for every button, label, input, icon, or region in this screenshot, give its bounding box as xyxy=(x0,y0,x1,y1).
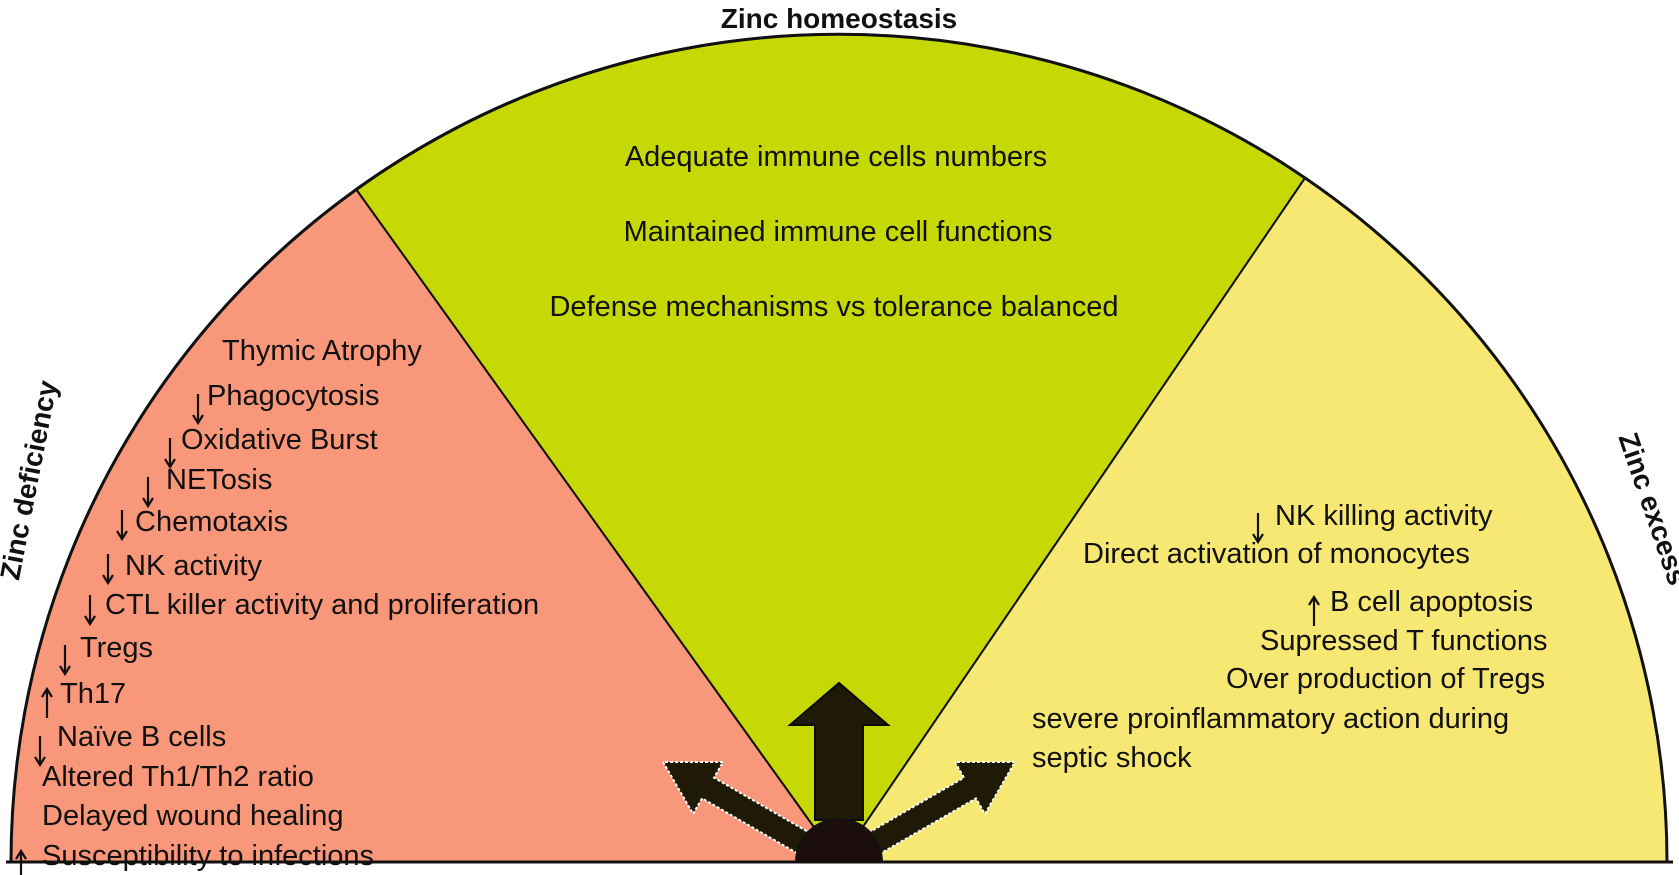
gauge-outline xyxy=(9,32,1669,863)
deficiency-item: Th17 xyxy=(60,678,126,710)
deficiency-trend-arrow xyxy=(142,477,154,509)
deficiency-trend-arrow xyxy=(41,686,53,718)
deficiency-item: Thymic Atrophy xyxy=(222,335,422,367)
zinc-excess-title: Zinc excess xyxy=(1612,429,1679,589)
zinc-deficiency-title: Zinc deficiency xyxy=(0,378,63,583)
excess-item: severe proinflammatory action during xyxy=(1032,703,1509,735)
deficiency-trend-arrow xyxy=(15,848,27,875)
excess-item: B cell apoptosis xyxy=(1330,586,1533,618)
excess-trend-arrow xyxy=(1252,513,1264,545)
deficiency-trend-arrow xyxy=(59,645,71,677)
deficiency-trend-arrow xyxy=(192,394,204,426)
deficiency-item: Oxidative Burst xyxy=(181,424,378,456)
deficiency-effects-list: Thymic Atrophy Phagocytosis Oxidative Bu… xyxy=(42,335,539,872)
excess-item: Over production of Tregs xyxy=(1226,663,1545,695)
homeostasis-item: Adequate immune cells numbers xyxy=(625,141,1047,173)
deficiency-item: NETosis xyxy=(166,464,272,496)
excess-item: NK killing activity xyxy=(1275,500,1493,532)
deficiency-item: Altered Th1/Th2 ratio xyxy=(42,761,314,793)
pointer-arrow-right-shape xyxy=(858,760,1017,860)
gauge-hub xyxy=(794,818,884,863)
excess-trend-arrow xyxy=(1308,594,1320,626)
excess-item: septic shock xyxy=(1032,742,1192,774)
excess-item: Direct activation of monocytes xyxy=(1083,538,1470,570)
deficiency-trend-arrow xyxy=(164,438,176,470)
homeostasis-item: Maintained immune cell functions xyxy=(624,216,1053,248)
deficiency-item: Delayed wound healing xyxy=(42,800,344,832)
deficiency-trend-arrow xyxy=(84,595,96,627)
deficiency-item: Susceptibility to infections xyxy=(42,840,374,872)
deficiency-item: CTL killer activity and proliferation xyxy=(105,589,539,621)
deficiency-item: Tregs xyxy=(80,632,153,664)
trend-arrows xyxy=(15,394,1320,875)
homeostasis-item: Defense mechanisms vs tolerance balanced xyxy=(549,291,1118,323)
deficiency-trend-arrow xyxy=(102,554,114,586)
pointer-arrow-up xyxy=(787,681,891,821)
deficiency-item: Naïve B cells xyxy=(57,721,226,753)
excess-effects-list: NK killing activity Direct activation of… xyxy=(1032,500,1548,774)
pointer-arrow-left-shape xyxy=(661,760,820,860)
deficiency-item: Chemotaxis xyxy=(135,506,288,538)
zinc-homeostasis-title: Zinc homeostasis xyxy=(721,3,958,34)
gauge-pointer-arrows xyxy=(661,681,1017,863)
deficiency-item: Phagocytosis xyxy=(207,380,380,412)
homeostasis-effects-list: Adequate immune cells numbers Maintained… xyxy=(549,141,1118,323)
deficiency-item: NK activity xyxy=(125,550,262,582)
deficiency-trend-arrow xyxy=(34,736,46,768)
deficiency-trend-arrow xyxy=(116,510,128,542)
excess-item: Supressed T functions xyxy=(1260,625,1548,657)
